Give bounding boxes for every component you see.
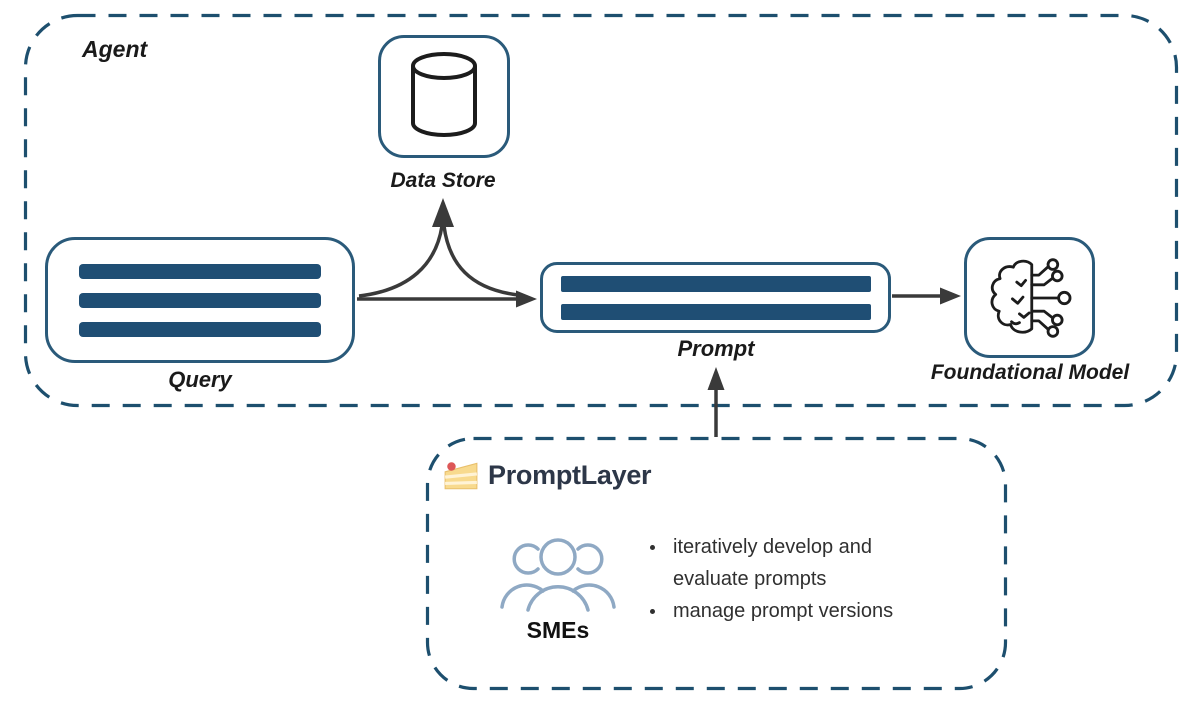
database-cylinder-icon [411,51,477,137]
data-store-node [378,35,510,158]
text-line-bar [79,292,321,308]
prompt-to-model-arrowhead [940,287,961,305]
list-item: iteratively develop and evaluate prompts [650,531,923,595]
brain-circuit-icon [990,257,1071,338]
promptlayer-logo-text: PromptLayer [488,459,652,490]
promptlayer-bullet-list: iteratively develop and evaluate prompts… [650,531,923,627]
bullet-text: manage prompt versions [673,600,894,622]
query-to-prompt-arrowhead [516,290,537,308]
smes-label: SMEs [526,617,590,643]
text-line-bar [79,263,321,279]
foundational-model-label: Foundational Model [930,361,1130,384]
data-store-label: Data Store [390,169,496,192]
prompt-label: Prompt [677,336,755,361]
agent-group-label: Agent [82,36,148,62]
query-node [45,237,355,363]
query-to-datastore-arrow-left-curve [358,225,444,298]
query-to-datastore-arrowhead [432,198,454,227]
bullet-dot [650,545,655,550]
promptlayer-logo: PromptLayer [443,456,652,494]
query-label: Query [168,367,232,392]
query-to-datastore-arrow-right-curve [442,225,519,297]
prompt-node [540,262,891,333]
promptlayer-dashed-border [425,436,1008,691]
agent-dashed-border [23,13,1179,408]
text-line-bar [560,275,871,292]
text-line-bar [79,321,321,337]
bullet-text: iteratively develop and evaluate prompts [673,536,873,590]
list-item: manage prompt versions [650,595,923,627]
promptlayer-to-prompt-arrowhead [707,367,725,390]
cake-slice-icon [444,462,478,490]
foundational-model-node [964,237,1095,358]
text-line-bar [560,303,871,320]
people-group-icon [500,538,616,612]
bullet-dot [650,609,655,614]
